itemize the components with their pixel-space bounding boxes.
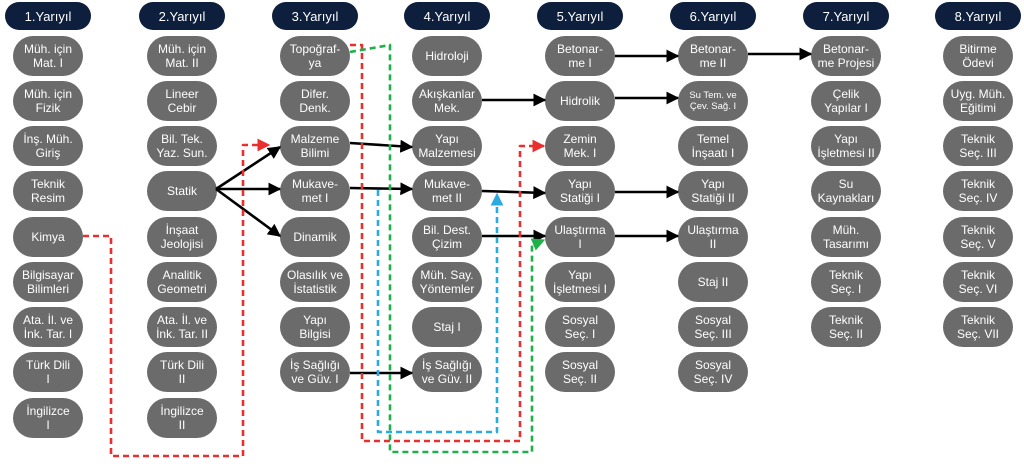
semester-header-1: 1.Yarıyıl bbox=[5, 2, 91, 30]
course-yapi-i-sletmesi-i: Yapı İşletmesi I bbox=[545, 262, 615, 302]
course-teknik-sec-v: Teknik Seç. V bbox=[943, 217, 1013, 257]
course-mukavemet-i: Mukave- met I bbox=[280, 171, 350, 211]
course-sosyal-sec-iv: Sosyal Seç. IV bbox=[678, 352, 748, 392]
course-staj-i: Staj I bbox=[412, 307, 482, 347]
course-bitirme-odevi: Bitirme Ödevi bbox=[943, 36, 1013, 76]
course-yapi-i-sletmesi-ii: Yapı İşletmesi II bbox=[811, 126, 881, 166]
course-malzeme-bilimi: Malzeme Bilimi bbox=[280, 126, 350, 166]
course-bil-tek-yaz-sun: Bil. Tek. Yaz. Sun. bbox=[147, 126, 217, 166]
course-mukavemet-ii: Mukave- met II bbox=[412, 171, 482, 211]
course-muh-say-yontemler: Müh. Say. Yöntemler bbox=[412, 262, 482, 302]
course-analitik-geometri: Analitik Geometri bbox=[147, 262, 217, 302]
course-celik-yapilar-i: Çelik Yapılar I bbox=[811, 81, 881, 121]
course-sosyal-sec-ii: Sosyal Seç. II bbox=[545, 352, 615, 392]
semester-header-6: 6.Yarıyıl bbox=[670, 2, 756, 30]
course-dinamik: Dinamik bbox=[280, 217, 350, 257]
course-i-nsaat-jeolojisi: İnşaat Jeolojisi bbox=[147, 217, 217, 257]
course-teknik-sec-vii: Teknik Seç. VII bbox=[943, 307, 1013, 347]
course-teknik-sec-ii: Teknik Seç. II bbox=[811, 307, 881, 347]
course-lineer-cebir: Lineer Cebir bbox=[147, 81, 217, 121]
course-muh-tasarimi: Müh. Tasarımı bbox=[811, 217, 881, 257]
semester-header-2: 2.Yarıyıl bbox=[139, 2, 225, 30]
course-muh-icin-mat-i: Müh. için Mat. I bbox=[13, 36, 83, 76]
course-uyg-muh-egitimi: Uyg. Müh. Eğitimi bbox=[943, 81, 1013, 121]
semester-header-8: 8.Yarıyıl bbox=[935, 2, 1021, 30]
course-yapi-statigi-i: Yapı Statiği I bbox=[545, 171, 615, 211]
course-sosyal-sec-i: Sosyal Seç. I bbox=[545, 307, 615, 347]
course-i-ngilizce-i: İngilizce I bbox=[13, 398, 83, 438]
course-olasilik-ve-i-statistik: Olasılık ve İstatistik bbox=[280, 262, 350, 302]
prereq-statik-to-dinamik bbox=[215, 187, 282, 238]
course-statik: Statik bbox=[147, 171, 217, 211]
course-su-tem-ve-cev-sag-i: Su Tem. ve Çev. Sağ. I bbox=[678, 81, 748, 121]
course-i-ngilizce-ii: İngilizce II bbox=[147, 398, 217, 438]
course-turk-dili-i: Türk Dili I bbox=[13, 352, 83, 392]
course-teknik-sec-iii: Teknik Seç. III bbox=[943, 126, 1013, 166]
course-yapi-bilgisi: Yapı Bilgisi bbox=[280, 307, 350, 347]
course-ulastirma-i: Ulaştırma I bbox=[545, 217, 615, 257]
course-sosyal-sec-iii: Sosyal Seç. III bbox=[678, 307, 748, 347]
semester-header-3: 3.Yarıyıl bbox=[272, 2, 358, 30]
course-topografya: Topoğraf- ya bbox=[280, 36, 350, 76]
course-yapi-statigi-ii: Yapı Statiği II bbox=[678, 171, 748, 211]
prereq-malzeme-bilimi-to-yapi-malzemesi bbox=[349, 139, 414, 153]
course-muh-icin-fizik: Müh. için Fizik bbox=[13, 81, 83, 121]
course-temel-i-nsaati-i: Temel İnşaatı I bbox=[678, 126, 748, 166]
course-teknik-sec-iv: Teknik Seç. IV bbox=[943, 171, 1013, 211]
course-akiskanlar-mek: Akışkanlar Mek. bbox=[412, 81, 482, 121]
semester-header-4: 4.Yarıyıl bbox=[404, 2, 490, 30]
course-bil-dest-cizim: Bil. Dest. Çizim bbox=[412, 217, 482, 257]
course-betonarme-projesi: Betonar- me Projesi bbox=[811, 36, 881, 76]
prereq-mukavemet-i-to-mukavemet-ii bbox=[349, 182, 414, 196]
course-ulastirma-ii: Ulaştırma II bbox=[678, 217, 748, 257]
course-ata-i-l-ve-i-nk-tar-i: Ata. İl. ve İnk. Tar. I bbox=[13, 307, 83, 347]
course-su-kaynaklari: Su Kaynakları bbox=[811, 171, 881, 211]
course-yapi-malzemesi: Yapı Malzemesi bbox=[412, 126, 482, 166]
course-betonarme-i: Betonar- me I bbox=[545, 36, 615, 76]
course-turk-dili-ii: Türk Dili II bbox=[147, 352, 217, 392]
prereq-statik-to-malzeme-bilimi bbox=[215, 145, 282, 191]
course-staj-ii: Staj II bbox=[678, 262, 748, 302]
course-bilgisayar-bilimleri: Bilgisayar Bilimleri bbox=[13, 262, 83, 302]
course-i-s-sagligi-ve-guv-ii: İş Sağlığı ve Güv. II bbox=[412, 352, 482, 392]
semester-header-5: 5.Yarıyıl bbox=[537, 2, 623, 30]
course-difer-denk: Difer. Denk. bbox=[280, 81, 350, 121]
course-betonarme-ii: Betonar- me II bbox=[678, 36, 748, 76]
course-ata-i-l-ve-i-nk-tar-ii: Ata. İl. ve İnk. Tar. II bbox=[147, 307, 217, 347]
course-zemin-mek-i: Zemin Mek. I bbox=[545, 126, 615, 166]
course-teknik-resim: Teknik Resim bbox=[13, 171, 83, 211]
course-muh-icin-mat-ii: Müh. için Mat. II bbox=[147, 36, 217, 76]
course-teknik-sec-i: Teknik Seç. I bbox=[811, 262, 881, 302]
semester-header-7: 7.Yarıyıl bbox=[803, 2, 889, 30]
course-hidroloji: Hidroloji bbox=[412, 36, 482, 76]
course-hidrolik: Hidrolik bbox=[545, 81, 615, 121]
course-i-ns-muh-giris: İnş. Müh. Giriş bbox=[13, 126, 83, 166]
course-i-s-sagligi-ve-guv-i: İş Sağlığı ve Güv. I bbox=[280, 352, 350, 392]
prereq-mukavemet-ii-to-yapi-statigi-i bbox=[481, 186, 547, 200]
course-kimya: Kimya bbox=[13, 217, 83, 257]
course-teknik-sec-vi: Teknik Seç. VI bbox=[943, 262, 1013, 302]
